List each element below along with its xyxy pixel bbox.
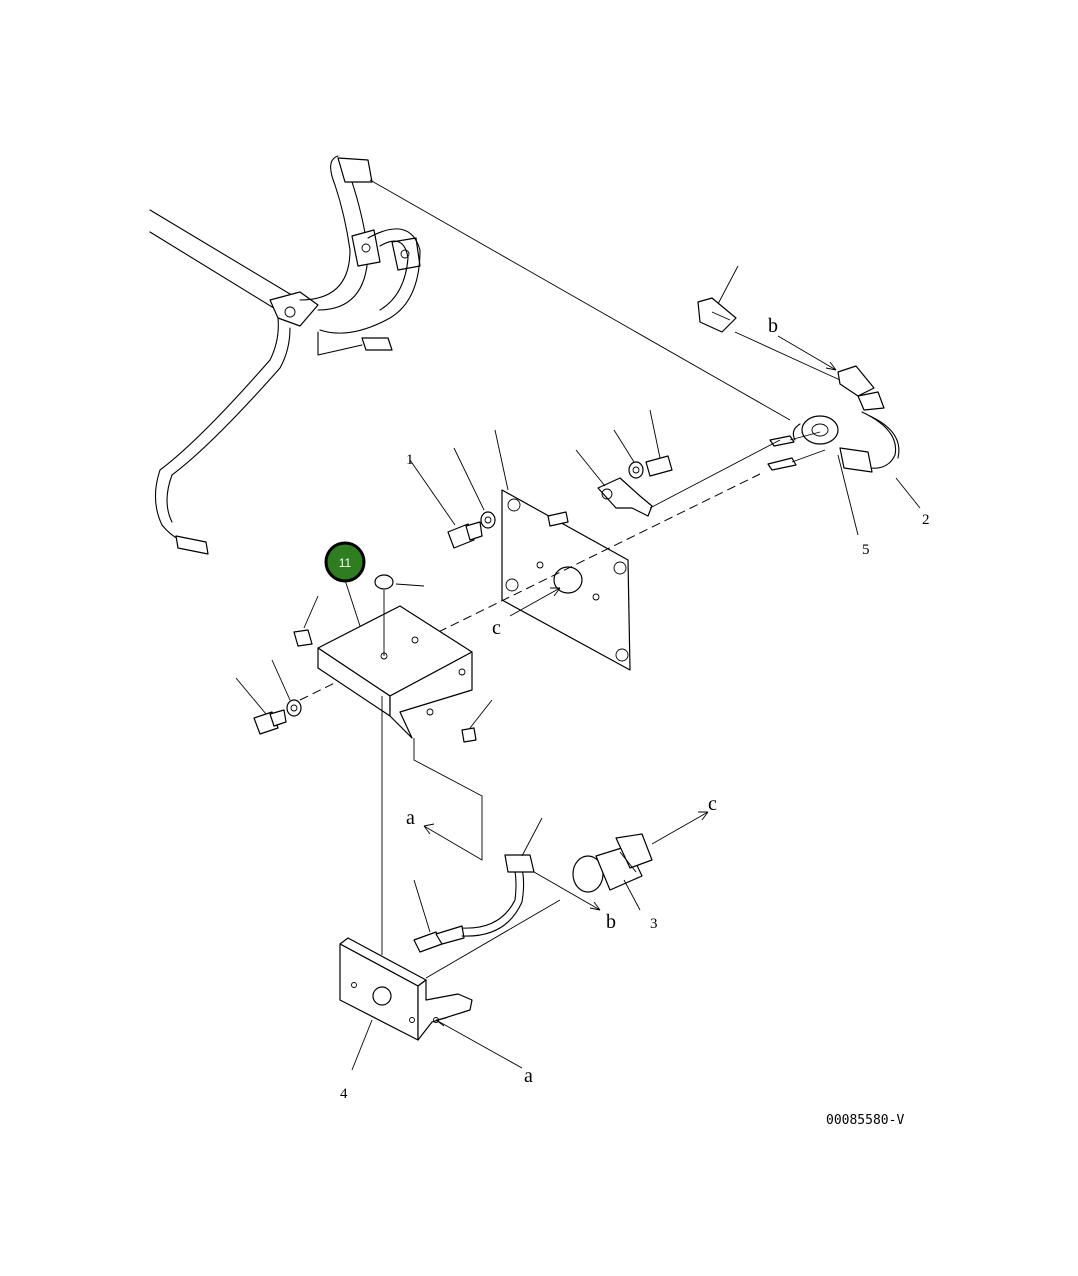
wire-harness — [149, 155, 791, 555]
upper-bracket — [317, 574, 473, 739]
ref-c-upper — [509, 587, 561, 617]
drawing-code: 00085580-V — [826, 1113, 904, 1128]
highlight-badge-11[interactable]: 11 — [324, 541, 366, 583]
mounting-plate — [494, 429, 631, 671]
connector-group-right — [697, 265, 921, 536]
callout-item-5: 5 — [862, 542, 870, 558]
ref-a-upper — [413, 738, 483, 861]
ref-label-b-lower: b — [606, 911, 616, 933]
callout-item-3: 3 — [650, 916, 658, 932]
hardware-left — [235, 595, 493, 743]
ref-b-upper — [777, 335, 837, 371]
ref-label-b-upper: b — [768, 315, 778, 337]
ref-label-a-upper: a — [406, 807, 415, 829]
cable-clip — [575, 439, 781, 517]
ref-label-c-upper: c — [492, 617, 501, 639]
ref-label-c-lower: c — [708, 793, 717, 815]
callout-item-4: 4 — [340, 1086, 348, 1102]
ref-label-a-lower: a — [524, 1065, 533, 1087]
badge-number: 11 — [339, 556, 352, 570]
callout-item-2: 2 — [922, 512, 930, 528]
hardware-upper — [409, 409, 673, 549]
lower-bracket — [339, 899, 561, 1071]
switch-assembly — [413, 811, 709, 953]
callout-item-1: 1 — [406, 452, 414, 468]
